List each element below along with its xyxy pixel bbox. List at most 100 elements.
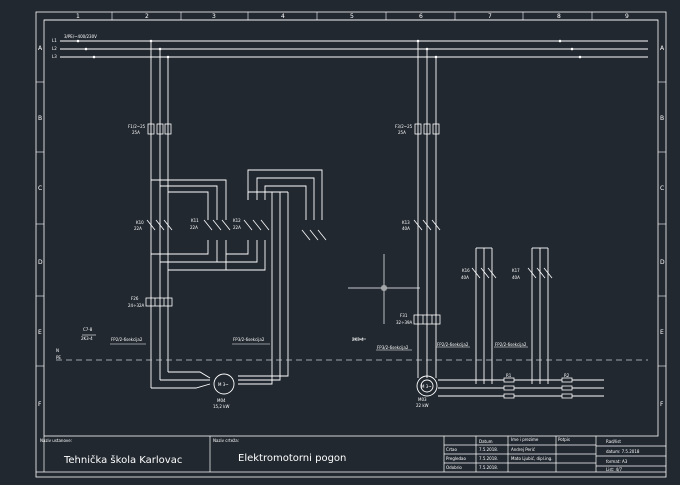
motor-m03-symbol [416,375,438,397]
motor-m03-inner: M 3~ [421,384,432,389]
row-label-c-left: C [38,185,42,192]
reference-fp3-right: FP3/2-6sekcija2 [377,345,409,350]
row-drew-name: Andrej Perić [511,447,535,452]
resistor-r1-label: R1 [506,373,512,378]
contactor-k11-symbol [203,219,231,231]
contactor-k10-name: K10 [136,220,144,225]
contactor-k13-name: K13 [402,220,410,225]
title-school-name: Tehnička škola Karlovac [63,454,182,466]
row-label-f-left: F [38,401,42,408]
contactor-k16-symbol [471,267,497,279]
contactor-k12-name: K12 [233,218,241,223]
row-label-b-right: B [660,115,664,122]
contactor-k17-rating: 40A [512,275,520,280]
row-label-d-right: D [660,259,665,266]
supply-label: 3/PE/~400/230V [64,34,97,39]
column-label-4: 4 [281,13,285,20]
contactor-k16-name: K16 [462,268,470,273]
row-checked-date: 7.5.2018. [479,456,498,461]
contactor-k11-name: K11 [191,218,199,223]
row-checked-label: Pregledao [446,456,466,461]
fuse-f1-rating: 25A [132,130,140,135]
contactor-k10-rating: 22A [134,226,142,231]
phase-label-l1: L1 [52,38,57,43]
contactor-k12-symbol [243,219,270,231]
contactor-k17-symbol [527,267,553,279]
column-label-3: 3 [212,13,216,20]
contactor-k10-symbol [146,219,173,231]
sheet-frame [35,11,667,478]
contactor-k17-name: K17 [512,268,520,273]
phase-label-l2: L2 [52,46,57,51]
overload-f26-name: F26 [131,296,139,301]
overload-f31-name: F31 [400,313,408,318]
resistor-r2-symbol [561,377,573,399]
row-label-a-right: A [660,45,665,52]
reference-fp2-left: FP2/2-6sekcija2 [111,337,143,342]
motor-m03-rating: 22 kW [416,403,429,408]
fuse-f3-name: F3/2~25 [395,124,413,129]
pe-label: PE [56,355,61,360]
motor-branch-right-wiring [417,41,604,397]
auxiliary-contact-symbol [301,229,327,241]
reference-fp2-right-2: FP2/2-6sekcija2 [495,342,527,347]
row-drew-date: 7.5.2018. [479,447,498,452]
row-label-f-right: F [660,401,664,408]
motor-m04-inner: M 3~ [218,382,229,387]
row-label-b-left: B [38,115,42,122]
fuse-f3-rating: 25A [398,130,406,135]
column-label-5: 5 [350,13,354,20]
motor-branch-left-wiring [150,41,323,389]
row-approved-label: Odobrio [446,465,462,470]
row-label-e-right: E [660,329,664,336]
column-label-2: 2 [145,13,149,20]
resistor-r2-label: R2 [564,373,570,378]
row-markers [36,81,666,367]
overload-f31-symbol [413,314,441,325]
title-drawing-caption: Naziv crteža: [213,438,239,443]
row-label-c-right: C [660,185,664,192]
title-block-frame [36,436,666,473]
contactor-k13-symbol [413,219,441,231]
row-drew-label: Crtao [446,447,457,452]
motor-m03-name: M03 [418,397,427,402]
sheet-number: List: 4/7 [606,467,623,472]
supply-bus [60,40,648,58]
title-drawing-name: Elektromotorni pogon [238,453,346,464]
motor-m04-rating: 15,2 kW [213,404,229,409]
phase-label-l3: L3 [52,54,57,59]
contactor-k16-rating: 40A [461,275,469,280]
overload-f31-rating: 32÷39A [396,320,413,325]
row-label-a-left: A [38,45,43,52]
reference-fp3-left: FP3/2-6sekcija2 [233,337,265,342]
reference-2k3-4-right: 2K3-4 [352,337,364,342]
reference-c7-8: C7-8 [83,327,93,332]
fuse-f1-name: F1/2~25 [128,124,146,129]
pe-marker: N [56,348,59,353]
reference-lines [82,334,528,351]
contactor-k12-rating: 22A [233,225,241,230]
contactor-k13-rating: 40A [402,226,410,231]
sheet-format: format: A3 [606,459,628,464]
row-label-d-left: D [38,259,43,266]
sheet-date: datum: 7.5.2018 [606,449,640,454]
row-approved-date: 7.5.2018. [479,465,498,470]
title-name-header: Ime i prezime [511,437,539,442]
resistor-r1-symbol [503,377,515,399]
column-markers [111,12,593,20]
cad-crosshair [348,254,420,324]
reference-2k3-4-left: 2K3-4 [81,336,93,341]
title-date-header: Datum [479,439,493,444]
row-label-e-left: E [38,329,42,336]
fuse-f1-symbol [147,123,172,135]
contactor-k11-rating: 22A [190,225,198,230]
column-label-8: 8 [557,13,561,20]
motor-m04-name: M04 [217,398,226,403]
column-label-6: 6 [419,13,423,20]
motor-m04-symbol [213,373,235,395]
title-sign-header: Potpis [558,437,570,442]
fuse-f3-symbol [414,123,440,135]
title-school-caption: Naziv ustanove: [40,438,72,443]
reference-fp2-right-1: FP2/2-6sekcija2 [437,342,469,347]
